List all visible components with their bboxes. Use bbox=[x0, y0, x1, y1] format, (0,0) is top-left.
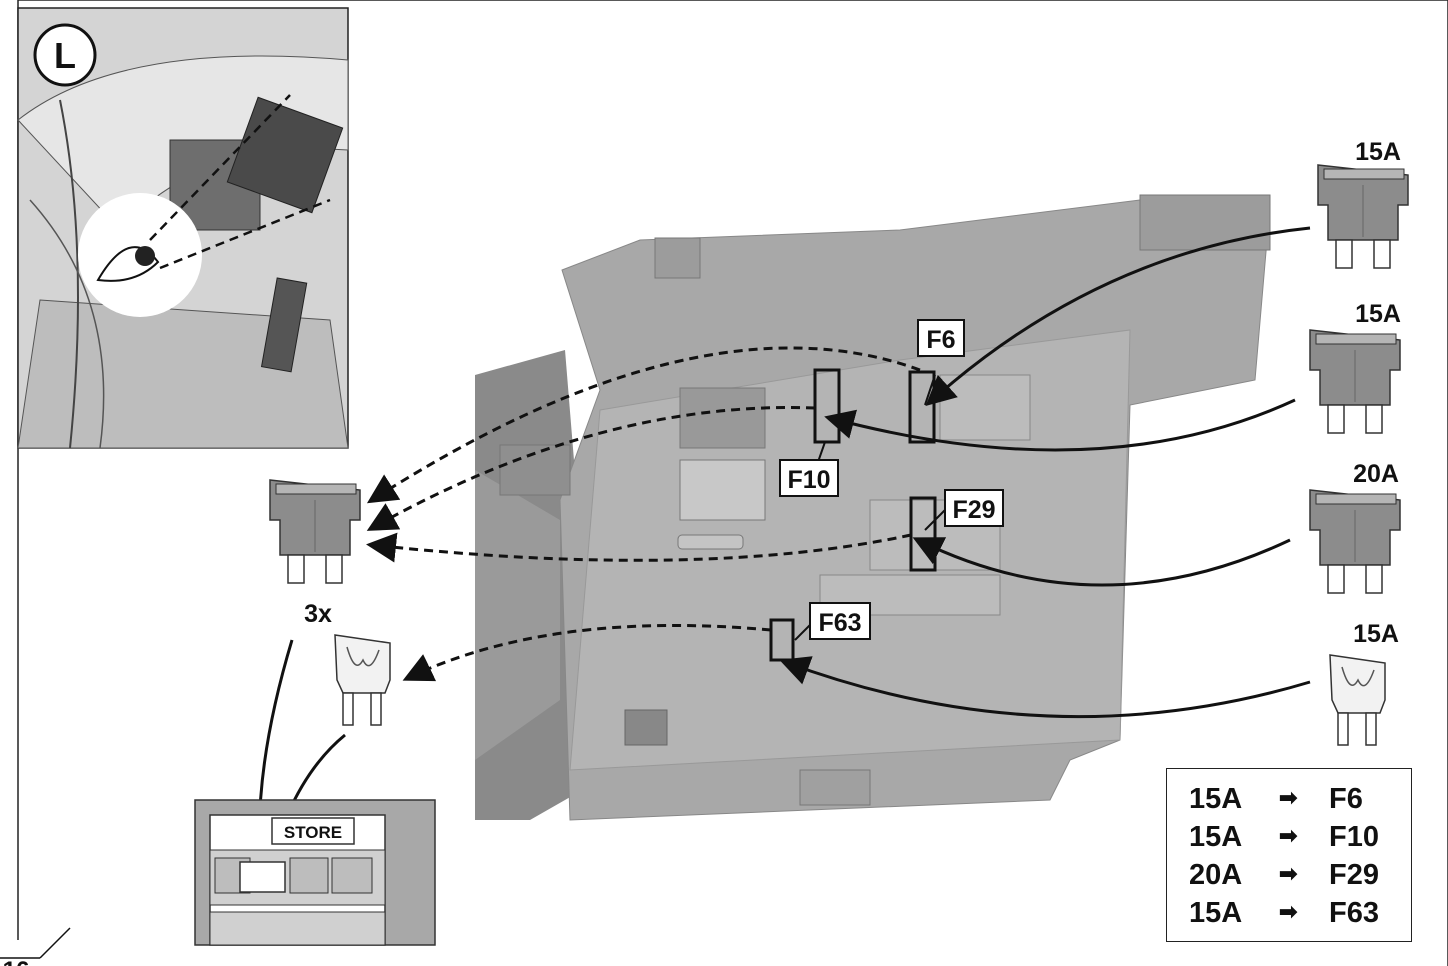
legend-slot: F10 bbox=[1329, 821, 1409, 854]
blade-fuse-icon bbox=[1318, 165, 1408, 268]
new-fuse-4-rating: 15A bbox=[1353, 620, 1399, 648]
legend-amp: 20A bbox=[1189, 859, 1259, 892]
removed-blade-fuse: 3x bbox=[270, 480, 360, 628]
legend-amp: 15A bbox=[1189, 783, 1259, 816]
new-fuse-1-rating: 15A bbox=[1355, 138, 1401, 166]
legend-slot: F6 bbox=[1329, 783, 1409, 816]
left-side-indicator: L bbox=[35, 25, 95, 85]
legend-amp: 15A bbox=[1189, 821, 1259, 854]
label-f29: F29 bbox=[952, 496, 995, 524]
arrow-right-icon: ➡ bbox=[1279, 823, 1309, 849]
new-fuse-1: 15A bbox=[1318, 138, 1408, 268]
label-f6: F6 bbox=[926, 326, 955, 354]
label-f10: F10 bbox=[787, 466, 830, 494]
store-cabinet: STORE bbox=[195, 800, 435, 945]
new-fuse-4: 15A bbox=[1330, 620, 1399, 745]
new-fuse-2: 15A bbox=[1310, 300, 1401, 433]
removed-mini-fuse bbox=[335, 635, 390, 725]
page-number: 16 bbox=[0, 928, 70, 966]
legend-slot: F63 bbox=[1329, 897, 1409, 930]
fuse-box bbox=[475, 195, 1270, 820]
page-number-text: 16 bbox=[3, 957, 30, 966]
new-fuse-2-rating: 15A bbox=[1355, 300, 1401, 328]
blade-fuse-icon bbox=[1310, 490, 1400, 593]
blade-fuse-icon bbox=[270, 480, 360, 583]
new-fuse-3-rating: 20A bbox=[1353, 460, 1399, 488]
blade-fuse-icon bbox=[1310, 330, 1400, 433]
new-fuse-3: 20A bbox=[1310, 460, 1400, 593]
legend-slot: F29 bbox=[1329, 859, 1409, 892]
legend-amp: 15A bbox=[1189, 897, 1259, 930]
arrow-right-icon: ➡ bbox=[1279, 785, 1309, 811]
mini-fuse-icon bbox=[1330, 655, 1385, 745]
side-letter: L bbox=[54, 35, 76, 76]
arrow-right-icon: ➡ bbox=[1279, 899, 1309, 925]
arrow-right-icon: ➡ bbox=[1279, 861, 1309, 887]
label-f63: F63 bbox=[818, 609, 861, 637]
removed-count: 3x bbox=[304, 600, 332, 628]
store-label: STORE bbox=[284, 823, 342, 842]
mini-fuse-icon bbox=[335, 635, 390, 725]
fuse-legend-table: 15A ➡ F6 15A ➡ F10 20A ➡ F29 15A ➡ F63 bbox=[1166, 768, 1412, 942]
